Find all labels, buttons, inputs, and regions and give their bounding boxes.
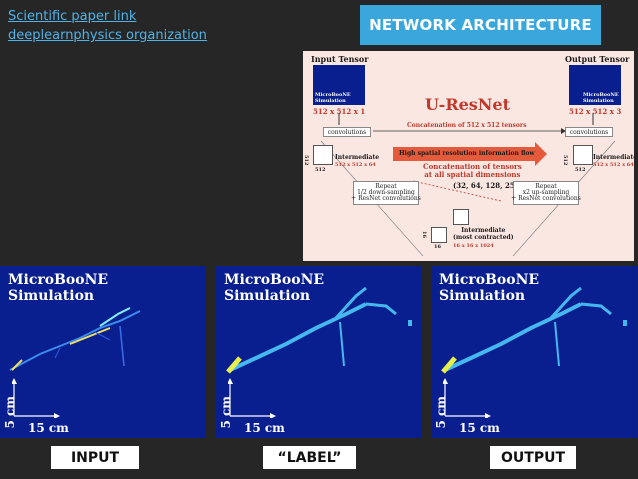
input-thumb-caption: MicroBooNE Simulation	[315, 92, 351, 104]
left-intermediate-dims: 512 x 512 x 64	[335, 162, 376, 168]
output-event-image	[441, 286, 627, 374]
right-512-v: 512	[562, 155, 568, 166]
input-scale-arrows	[12, 378, 60, 418]
left-512-v: 512	[303, 155, 309, 166]
input-dims: 512 x 512 x 1	[313, 107, 366, 116]
output-panel-title: MicroBooNE Simulation	[439, 272, 540, 304]
bottom-dims: 16 x 16 x 1024	[453, 243, 494, 249]
input-scale-x: 15 cm	[28, 421, 69, 435]
u-resnet-diagram: Input Tensor Output Tensor MicroBooNE Si…	[303, 51, 634, 261]
repeat-up-box: Repeat x2 up-sampling + ResNet convoluti…	[511, 181, 581, 205]
input-scale-y: 5 cm	[3, 396, 17, 429]
concat-all-label: Concatenation of tensors at all spatial …	[423, 162, 522, 179]
input-thumbnail: MicroBooNE Simulation	[313, 65, 365, 105]
concat-top-label: Concatenation of 512 x 512 tensors	[407, 122, 527, 129]
flow-arrow	[393, 142, 547, 166]
bottom-16-h: 16	[434, 244, 441, 250]
label-scale-y: 5 cm	[219, 396, 233, 429]
left-convolutions-box: convolutions	[323, 127, 371, 137]
label-scale-arrows	[228, 378, 276, 418]
output-thumb-caption: MicroBooNE Simulation	[583, 92, 619, 104]
input-event-image	[9, 307, 141, 371]
label-caption: “LABEL”	[263, 446, 356, 469]
left-512-h: 512	[315, 167, 326, 173]
u-resnet-name: U-ResNet	[425, 95, 510, 114]
output-scale-x: 15 cm	[459, 421, 500, 435]
bottom-cube	[431, 227, 447, 243]
right-intermediate-dims: 512 x 512 x 64	[593, 162, 634, 168]
input-panel-title: MicroBooNE Simulation	[8, 272, 109, 304]
output-caption: OUTPUT	[490, 446, 576, 469]
left-cube	[313, 145, 333, 165]
output-tensor-label: Output Tensor	[565, 54, 630, 64]
right-cube	[573, 145, 593, 165]
input-tensor-label: Input Tensor	[311, 54, 369, 64]
right-intermediate: Intermediate	[593, 154, 634, 161]
scientific-paper-link[interactable]: Scientific paper link	[8, 9, 137, 24]
label-scale-x: 15 cm	[244, 421, 285, 435]
output-thumbnail: MicroBooNE Simulation	[569, 65, 621, 105]
input-panel: MicroBooNE Simulation 5 cm 15 cm	[0, 266, 206, 438]
label-event-image	[226, 286, 412, 374]
label-panel-title: MicroBooNE Simulation	[224, 272, 325, 304]
right-512-h: 512	[575, 167, 586, 173]
left-intermediate: Intermediate	[335, 154, 380, 161]
input-caption: INPUT	[51, 446, 139, 469]
right-convolutions-box: convolutions	[565, 127, 613, 137]
output-scale-arrows	[443, 378, 491, 418]
bottom-intermediate: Intermediate (most contracted)	[453, 227, 514, 241]
flow-label: High spatial resolution information flow	[399, 150, 535, 157]
top-small-cube	[453, 209, 469, 225]
output-panel: MicroBooNE Simulation 5 cm 15 cm	[431, 266, 637, 438]
output-dims: 512 x 512 x 3	[569, 107, 622, 116]
repeat-down-box: Repeat 1/2 down-sampling + ResNet convol…	[351, 181, 421, 205]
label-panel: MicroBooNE Simulation 5 cm 15 cm	[216, 266, 422, 438]
bottom-16-v: 16	[421, 231, 427, 238]
output-scale-y: 5 cm	[434, 396, 448, 429]
deeplearnphysics-link[interactable]: deeplearnphysics organization	[8, 28, 207, 43]
network-architecture-title: NETWORK ARCHITECTURE	[360, 5, 601, 45]
concat-top-arrowhead	[561, 128, 566, 134]
dims-list: (32, 64, 128, 256)	[453, 181, 523, 190]
